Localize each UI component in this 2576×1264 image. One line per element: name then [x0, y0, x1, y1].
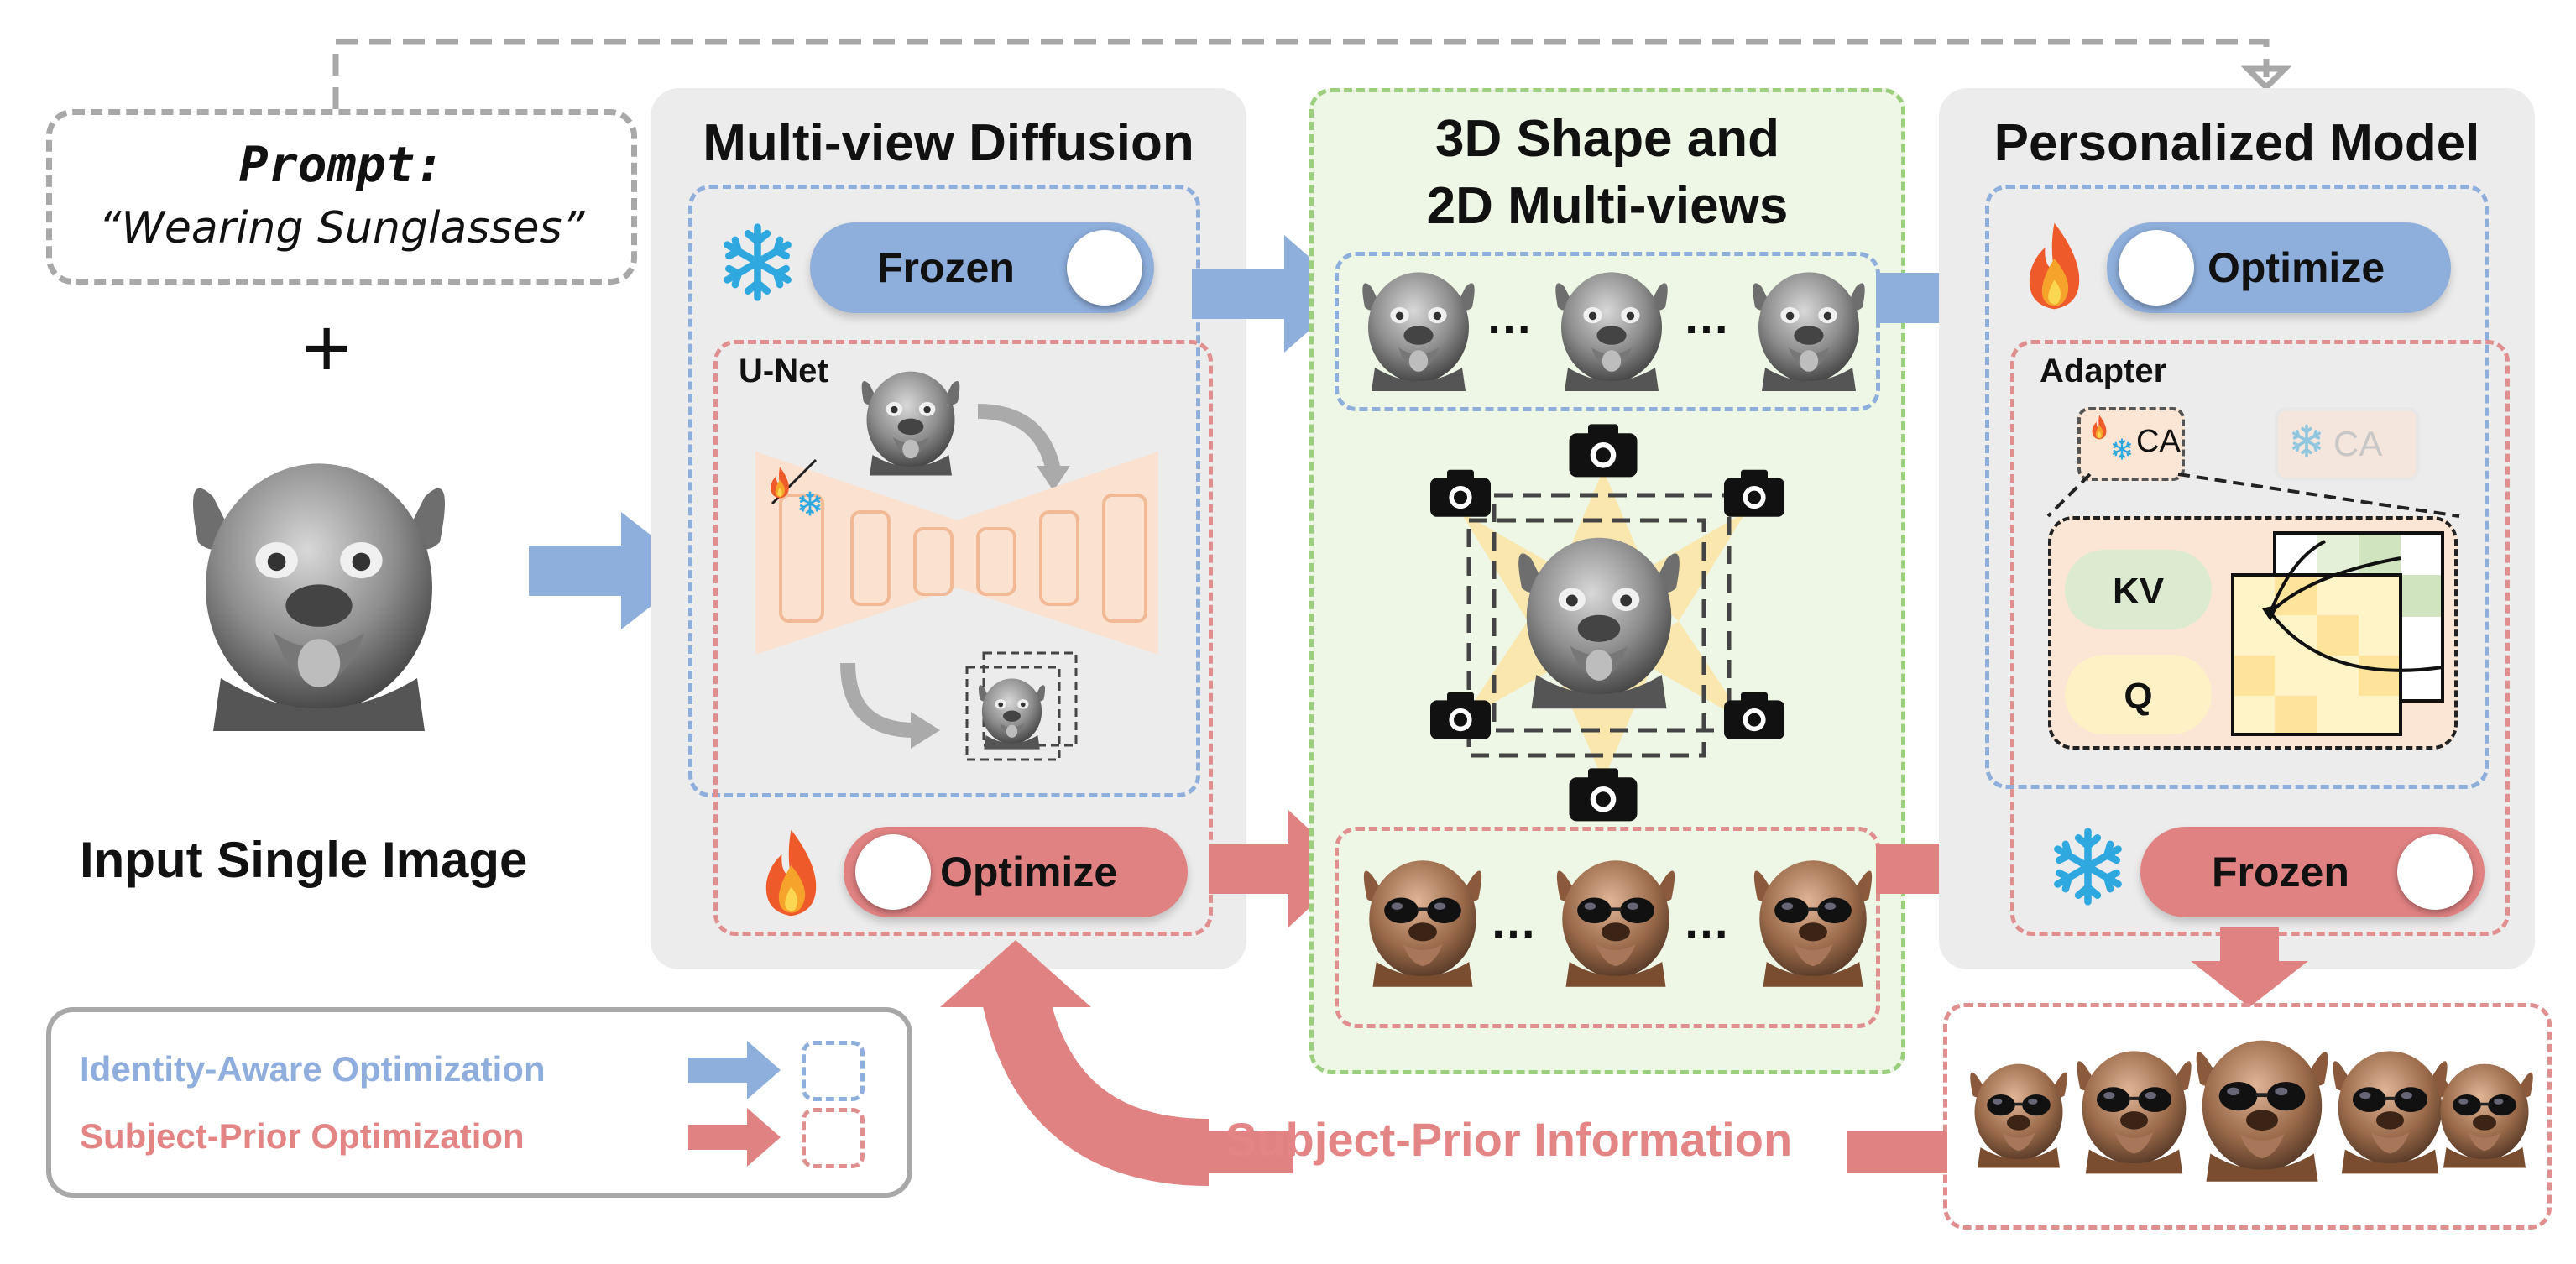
multiview-title: Multi-view Diffusion — [703, 114, 1194, 172]
kv-pill — [2065, 550, 2212, 629]
shape-title-line1: 3D Shape and — [1435, 110, 1779, 168]
unet-label: U-Net — [739, 353, 828, 389]
camera-icon — [1427, 688, 1494, 742]
snowflake-icon — [2290, 424, 2323, 457]
fire-icon — [2014, 220, 2094, 312]
multiview-identity-region — [688, 185, 1200, 797]
frozen-toggle[interactable]: Frozen — [2140, 827, 2485, 917]
prompt-text: “Wearing Sunglasses” — [98, 203, 585, 253]
output-dog — [2426, 1028, 2543, 1196]
q-pill — [2065, 655, 2212, 734]
zoom-lines — [2046, 473, 2460, 518]
output-arrow — [2191, 927, 2308, 1007]
camera-icon — [1721, 466, 1788, 520]
legend-red-arrow — [688, 1108, 781, 1167]
legend-blue-arrow — [688, 1041, 781, 1099]
snowflake-icon — [2048, 827, 2128, 906]
gray-view-dog — [1742, 260, 1876, 394]
toggle-knob — [1067, 230, 1142, 306]
adapter-label: Adapter — [2040, 353, 2167, 389]
legend-red-box — [802, 1108, 865, 1168]
optimize-toggle[interactable]: Optimize — [844, 827, 1188, 917]
plus-sign: + — [302, 301, 352, 395]
ca-label: CA — [2136, 424, 2181, 459]
multiview-subject-region — [713, 340, 1213, 936]
output-dog — [2182, 1011, 2342, 1200]
output-dog — [1960, 1028, 2077, 1196]
input-label: Input Single Image — [80, 832, 528, 888]
personalized-title: Personalized Model — [1993, 114, 2480, 172]
optimize-toggle[interactable]: Optimize — [2107, 222, 2451, 313]
fire-icon — [765, 466, 794, 499]
ca-frozen-label: CA — [2333, 424, 2383, 463]
gray-views-region — [1335, 252, 1880, 411]
unet-output-dog — [972, 671, 1052, 751]
prompt-label: Prompt: — [238, 136, 445, 193]
input-dog-image — [168, 428, 470, 747]
fire-icon — [2088, 414, 2110, 441]
ellipsis: … — [1490, 895, 1537, 948]
camera-icon — [1427, 466, 1494, 520]
optimize-label: Optimize — [940, 849, 1118, 896]
toggle-knob — [855, 834, 931, 910]
center-dog — [1502, 512, 1696, 722]
q-label: Q — [2124, 676, 2153, 717]
camera-icon — [1565, 764, 1641, 824]
feedback-arrow — [940, 940, 1947, 1186]
legend-blue-box — [802, 1041, 865, 1101]
unet-diagram — [755, 404, 1158, 761]
optimize-label: Optimize — [2208, 244, 2385, 291]
snowflake-icon — [797, 491, 823, 516]
gray-view-dog — [1351, 260, 1486, 394]
frozen-toggle[interactable]: Frozen — [810, 222, 1154, 313]
gray-view-dog — [1544, 260, 1679, 394]
frozen-label: Frozen — [877, 244, 1015, 291]
legend-subject-label: Subject-Prior Optimization — [80, 1116, 525, 1156]
output-region — [1943, 1003, 2552, 1230]
snowflake-icon — [718, 222, 797, 302]
legend-identity-label: Identity-Aware Optimization — [80, 1049, 546, 1089]
ellipsis: … — [1486, 290, 1533, 343]
camera-icon — [1721, 688, 1788, 742]
snowflake-icon — [2111, 438, 2133, 460]
shape-title-line2: 2D Multi-views — [1426, 177, 1789, 235]
legend-box — [46, 1007, 912, 1198]
ellipsis: … — [1683, 895, 1730, 948]
frozen-label: Frozen — [2212, 849, 2349, 896]
camera-icon — [1565, 420, 1641, 480]
toggle-knob — [2397, 834, 2473, 910]
ellipsis: … — [1683, 290, 1730, 343]
personalized-identity-region — [1985, 185, 2489, 789]
fire-icon — [751, 827, 831, 919]
brown-views-region — [1335, 827, 1880, 1028]
attention-maps — [2231, 531, 2444, 736]
prompt-box: Prompt: “Wearing Sunglasses” — [46, 109, 637, 285]
toggle-knob — [2119, 230, 2194, 306]
kv-label: KV — [2112, 571, 2165, 612]
feedback-label: Subject-Prior Information — [1225, 1113, 1793, 1166]
